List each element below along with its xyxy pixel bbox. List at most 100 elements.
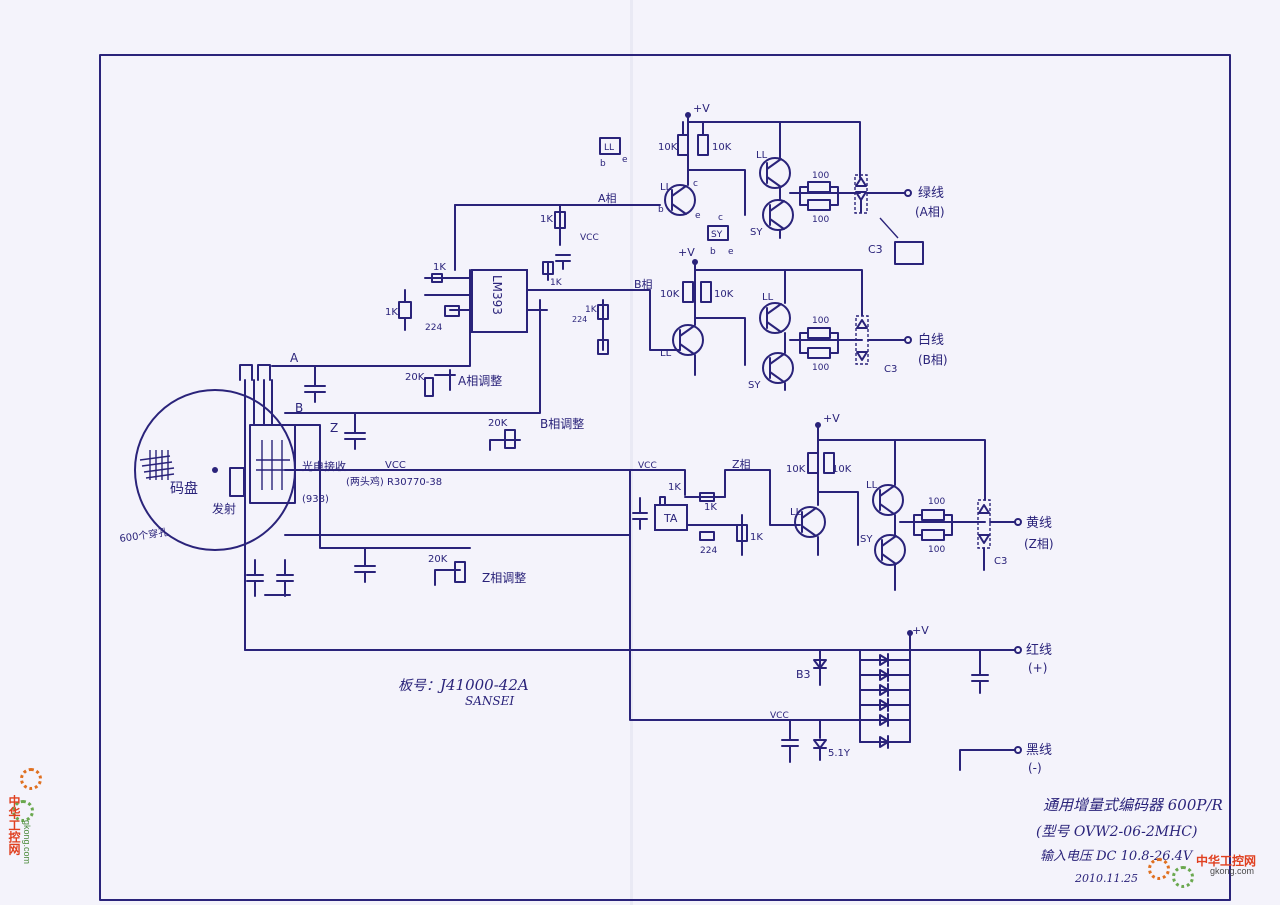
component-label: SY bbox=[860, 534, 873, 545]
phase-a-tag: A相 bbox=[598, 192, 617, 205]
vplus-a: +V bbox=[693, 102, 710, 115]
gkong-logo-gear-left bbox=[20, 768, 42, 790]
component-label: SY bbox=[748, 380, 761, 391]
component-label: LL bbox=[660, 182, 672, 193]
component-label: c bbox=[718, 213, 723, 223]
paper-fold bbox=[630, 0, 633, 905]
output-red-wire: 红线 bbox=[1026, 642, 1052, 658]
component-label: LL bbox=[866, 480, 878, 491]
component-label: b bbox=[600, 159, 606, 169]
component-label: 100 bbox=[812, 316, 829, 326]
disk-slots bbox=[139, 450, 175, 480]
phase-b-tag: B相 bbox=[634, 278, 653, 291]
component-label: SY bbox=[711, 230, 723, 240]
gkong-logo-gear-left2 bbox=[12, 800, 34, 822]
component-label: 1K bbox=[385, 307, 398, 318]
output-a-phase: (A相) bbox=[915, 205, 945, 219]
output-z-terminal bbox=[1014, 518, 1022, 526]
title-date: 2010.11.25 bbox=[1074, 872, 1138, 885]
component-label: b bbox=[658, 205, 664, 215]
transistor-b1 bbox=[672, 324, 704, 356]
title-line3: 输入电压 DC 10.8-26.4V bbox=[1040, 849, 1194, 864]
phase-z-tag: Z相 bbox=[732, 458, 751, 471]
component-label: SY bbox=[750, 227, 763, 238]
transistor-z3 bbox=[874, 534, 906, 566]
disk-holes-label: 600个穿孔 bbox=[119, 525, 169, 545]
component-label: e bbox=[622, 155, 628, 165]
output-red-phase: (+) bbox=[1028, 661, 1047, 675]
emitter-label: 发射 bbox=[212, 501, 236, 516]
sensor-note: (两头鸡) R30770-38 bbox=[346, 475, 442, 488]
watermark-left-url: gkong.com bbox=[22, 820, 32, 865]
transistor-a3 bbox=[762, 199, 794, 231]
output-b-wire: 白线 bbox=[918, 332, 944, 348]
component-label: e bbox=[695, 211, 701, 221]
c3-z bbox=[977, 499, 991, 549]
component-label: 20K bbox=[405, 372, 425, 383]
component-label: 1K bbox=[540, 214, 553, 225]
output-black-terminal bbox=[1014, 746, 1022, 754]
output-black-wire: 黑线 bbox=[1026, 743, 1052, 758]
component-label: 20K bbox=[488, 418, 508, 429]
transistor-sy-symbol bbox=[707, 225, 729, 241]
receiver-note: (938) bbox=[302, 494, 329, 505]
ic-lm393 bbox=[471, 269, 528, 333]
diode-bridge bbox=[859, 649, 911, 749]
vplus-z: +V bbox=[823, 412, 840, 425]
component-label: 1K bbox=[550, 278, 563, 288]
component-label: 20K bbox=[428, 554, 448, 565]
component-label: 1K bbox=[704, 502, 717, 513]
signal-a: A bbox=[290, 351, 299, 365]
component-label: b bbox=[710, 247, 716, 257]
component-label: 10K bbox=[660, 289, 680, 300]
component-label: 224 bbox=[572, 315, 587, 324]
component-label: 224 bbox=[700, 546, 717, 556]
board-label: 板号： bbox=[398, 678, 440, 694]
c3-symbol bbox=[894, 241, 924, 265]
output-b-terminal bbox=[904, 336, 912, 344]
transistor-ll-symbol bbox=[599, 137, 621, 155]
output-a-wire: 绿线 bbox=[918, 186, 944, 201]
gkong-logo-gear-right2 bbox=[1172, 866, 1194, 888]
component-label: 100 bbox=[812, 171, 829, 181]
adjust-z-label: Z相调整 bbox=[482, 570, 526, 585]
component-label: LL bbox=[660, 348, 672, 359]
ic-lm393-label: LM393 bbox=[490, 275, 504, 315]
component-label: 1K bbox=[668, 482, 681, 493]
vcc-label-top: VCC bbox=[580, 233, 599, 243]
adjust-b-label: B相调整 bbox=[540, 416, 584, 431]
watermark-left-cn: 中华工控网 bbox=[7, 795, 21, 855]
vplus-b: +V bbox=[678, 246, 695, 259]
board-maker: SANSEI bbox=[465, 694, 514, 708]
transistor-a1 bbox=[664, 184, 696, 216]
adjust-a-label: A相调整 bbox=[458, 373, 502, 388]
component-label: 10K bbox=[832, 464, 852, 475]
transistor-z2 bbox=[872, 484, 904, 516]
vcc-label-power: VCC bbox=[770, 711, 789, 721]
transistor-z1 bbox=[794, 506, 826, 538]
output-black-phase: (-) bbox=[1028, 761, 1042, 775]
component-label: e bbox=[728, 247, 734, 257]
watermark-right-cn: 中华工控网 bbox=[1196, 854, 1257, 868]
title-line2: (型号 OVW2-06-2MHC) bbox=[1036, 824, 1197, 840]
component-label: LL bbox=[756, 150, 768, 161]
component-label: 100 bbox=[812, 215, 829, 225]
ic-ta bbox=[654, 504, 688, 531]
component-label: 10K bbox=[712, 142, 732, 153]
component-label: LL bbox=[762, 292, 774, 303]
board-number: J41000-42A bbox=[437, 676, 529, 694]
component-label: 100 bbox=[812, 363, 829, 373]
component-label: 1K bbox=[433, 262, 446, 273]
transistor-a2 bbox=[759, 157, 791, 189]
drawing-border bbox=[99, 54, 1231, 901]
signal-b: B bbox=[295, 401, 303, 415]
component-label: C3 bbox=[884, 364, 897, 375]
component-label: 224 bbox=[425, 323, 442, 333]
component-label: C3 bbox=[994, 556, 1007, 567]
component-label: 100 bbox=[928, 545, 945, 555]
vcc-label-z: VCC bbox=[638, 461, 657, 471]
component-label: 1K bbox=[750, 532, 763, 543]
vcc-left-label: VCC bbox=[385, 460, 406, 471]
output-z-wire: 黄线 bbox=[1026, 516, 1052, 531]
